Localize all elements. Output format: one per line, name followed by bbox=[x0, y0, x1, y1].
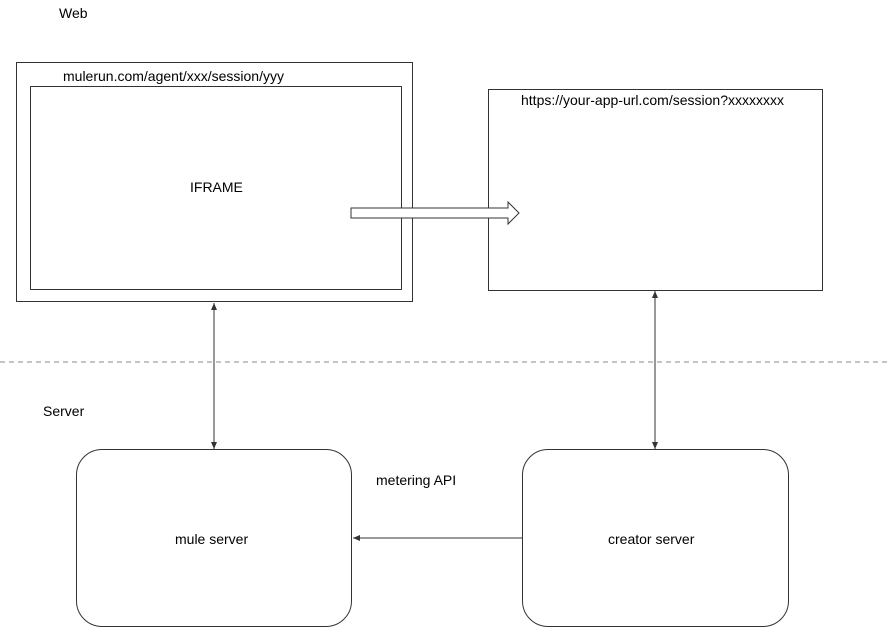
server-section-label: Server bbox=[43, 403, 85, 419]
metering-api-label: metering API bbox=[376, 472, 457, 488]
creator-server-label: creator server bbox=[608, 531, 695, 547]
browser-url: mulerun.com/agent/xxx/session/yyy bbox=[63, 68, 284, 84]
iframe-box bbox=[30, 86, 402, 290]
iframe-label: IFRAME bbox=[190, 179, 243, 195]
app-window bbox=[488, 89, 823, 291]
app-url: https://your-app-url.com/session?xxxxxxx… bbox=[521, 92, 784, 108]
browser-window bbox=[16, 62, 413, 302]
mule-server-label: mule server bbox=[175, 531, 249, 547]
redirect-arrow bbox=[350, 200, 520, 226]
web-section-label: Web bbox=[59, 5, 88, 21]
